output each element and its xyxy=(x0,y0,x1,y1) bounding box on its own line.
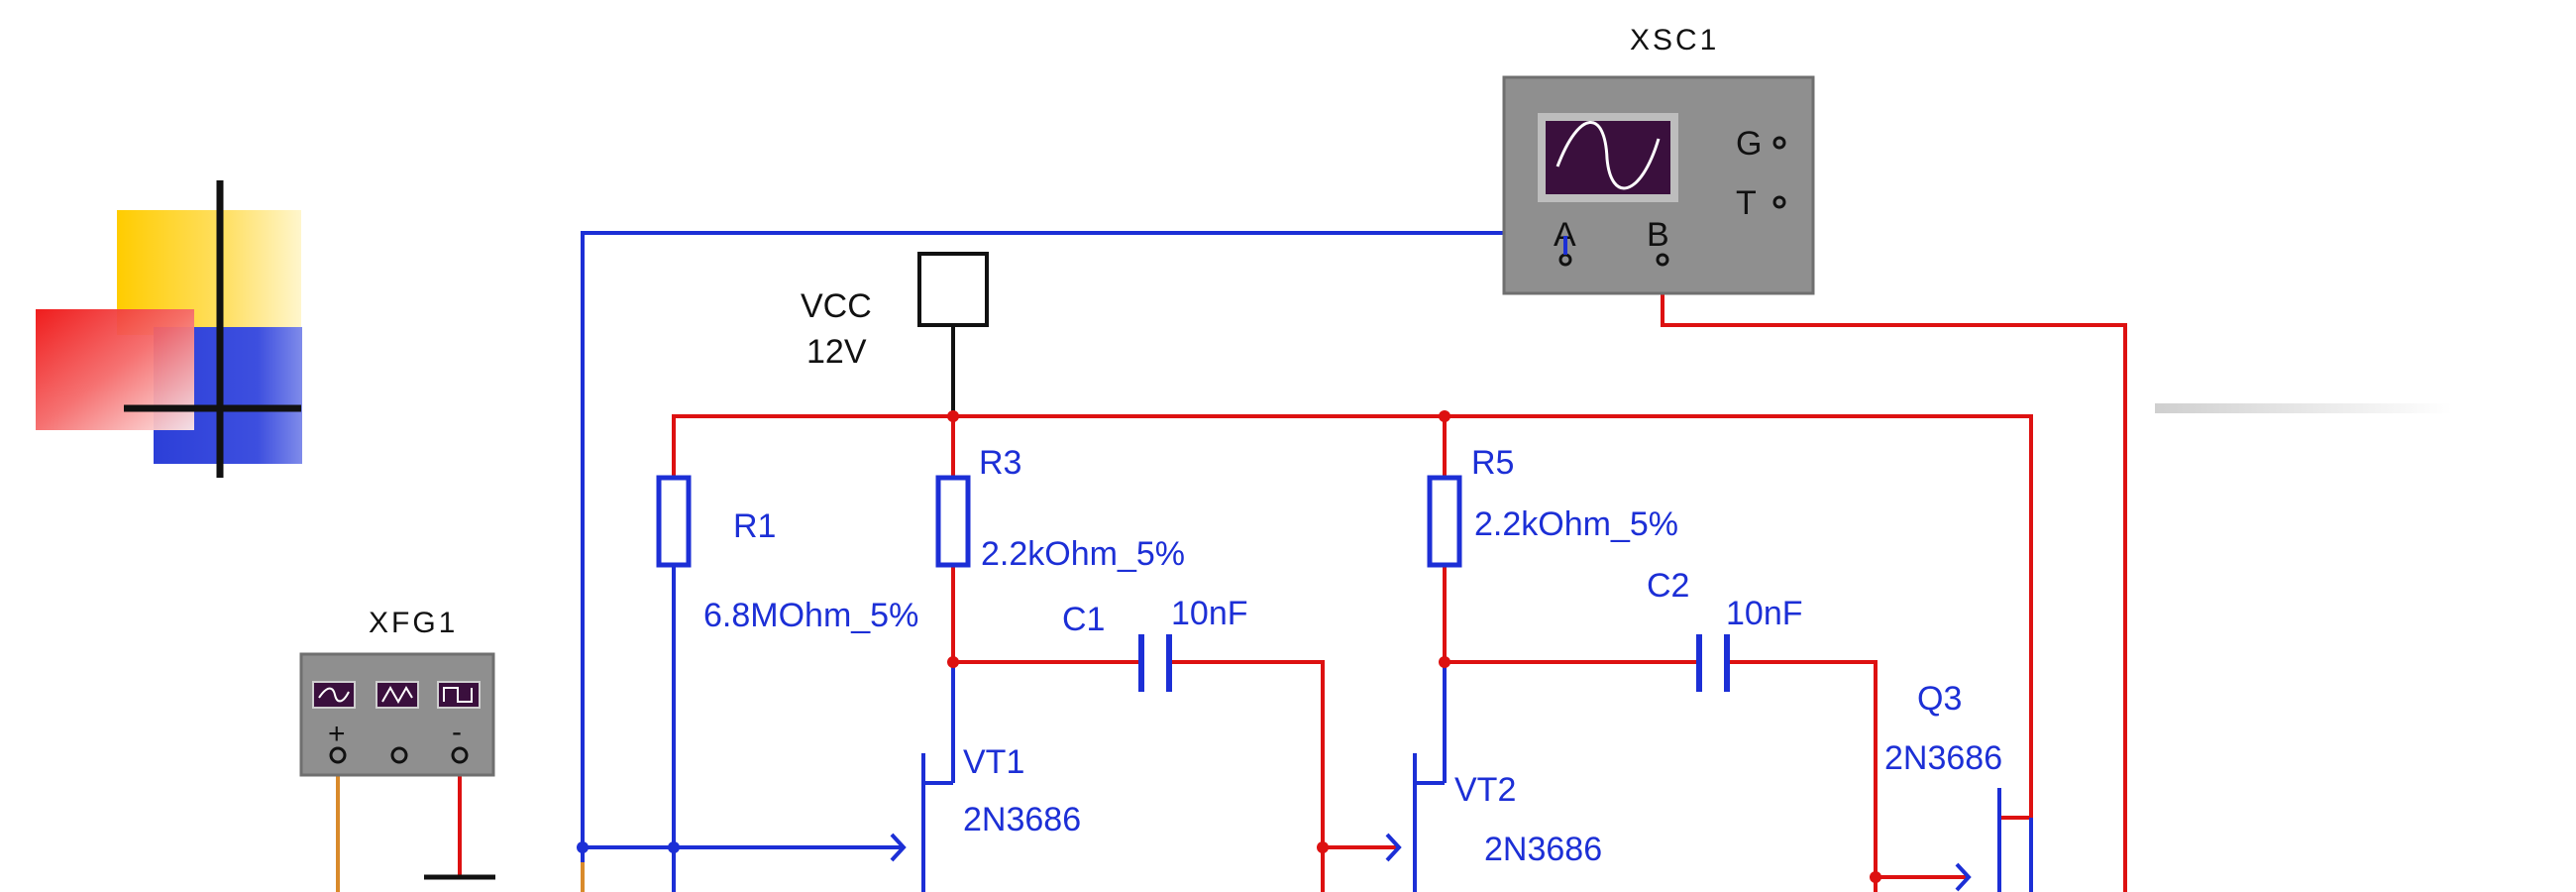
vt2-model: 2N3686 xyxy=(1484,831,1602,868)
vcc-value: 12V xyxy=(806,333,867,371)
fg-plus-terminal[interactable] xyxy=(329,746,347,764)
vt1-name: VT1 xyxy=(963,743,1024,781)
fg-minus-terminal[interactable] xyxy=(451,746,469,764)
r3-value: 2.2kOhm_5% xyxy=(981,535,1185,573)
oscilloscope-g-terminal[interactable] xyxy=(1772,136,1786,150)
c1-value: 10nF xyxy=(1171,595,1248,632)
function-generator-label: XFG1 xyxy=(369,607,458,639)
c2-name: C2 xyxy=(1647,567,1689,605)
wire-scope-a-feed xyxy=(581,231,1565,892)
c2-value: 10nF xyxy=(1726,595,1803,632)
oscilloscope-t-terminal[interactable] xyxy=(1772,195,1786,209)
capacitor-c2[interactable] xyxy=(1696,634,1730,692)
fg-minus-label: - xyxy=(452,716,462,748)
wire-supply-rail xyxy=(672,414,2033,820)
triangle-wave-button-icon[interactable] xyxy=(376,681,419,709)
vcc-name: VCC xyxy=(801,287,872,325)
decorative-rule xyxy=(2155,403,2452,413)
wire-network xyxy=(336,231,2127,892)
wire-scope-b-return xyxy=(1661,263,2127,892)
resistor-r3[interactable] xyxy=(935,475,971,568)
function-generator-xfg1[interactable] xyxy=(299,652,495,777)
wire-c2-out xyxy=(1727,660,1878,892)
oscilloscope-b-terminal[interactable] xyxy=(1656,253,1669,267)
oscilloscope-a-label: A xyxy=(1554,216,1576,254)
transistor-q3[interactable] xyxy=(1955,788,2033,892)
q3-model: 2N3686 xyxy=(1884,739,2002,777)
r1-value: 6.8MOhm_5% xyxy=(703,597,918,634)
vcc-source[interactable] xyxy=(917,252,989,327)
oscilloscope-b-label: B xyxy=(1647,216,1669,254)
q3-name: Q3 xyxy=(1917,680,1962,718)
capacitor-c1[interactable] xyxy=(1138,634,1172,692)
c1-name: C1 xyxy=(1062,601,1105,638)
r5-value: 2.2kOhm_5% xyxy=(1474,505,1678,543)
square-wave-button-icon[interactable] xyxy=(437,681,481,709)
r3-name: R3 xyxy=(979,444,1021,482)
fg-plus-label: + xyxy=(328,718,346,750)
oscilloscope-t-label: T xyxy=(1736,184,1757,222)
sine-wave-icon xyxy=(1556,121,1661,190)
r5-name: R5 xyxy=(1471,444,1514,482)
oscilloscope-label: XSC1 xyxy=(1630,24,1719,56)
sine-wave-button-icon[interactable] xyxy=(312,681,356,709)
r1-name: R1 xyxy=(733,507,776,545)
vt1-model: 2N3686 xyxy=(963,801,1081,838)
fg-common-terminal[interactable] xyxy=(390,746,408,764)
transistor-vt2[interactable] xyxy=(1385,724,1447,892)
vt2-name: VT2 xyxy=(1454,771,1516,809)
oscilloscope-g-label: G xyxy=(1736,125,1762,163)
transistor-vt1[interactable] xyxy=(890,724,955,892)
junction-dots xyxy=(577,410,1881,883)
decorative-logo xyxy=(36,180,302,478)
resistor-r1[interactable] xyxy=(656,475,692,568)
resistor-r5[interactable] xyxy=(1427,475,1462,568)
wire-c1-out xyxy=(1169,660,1325,892)
